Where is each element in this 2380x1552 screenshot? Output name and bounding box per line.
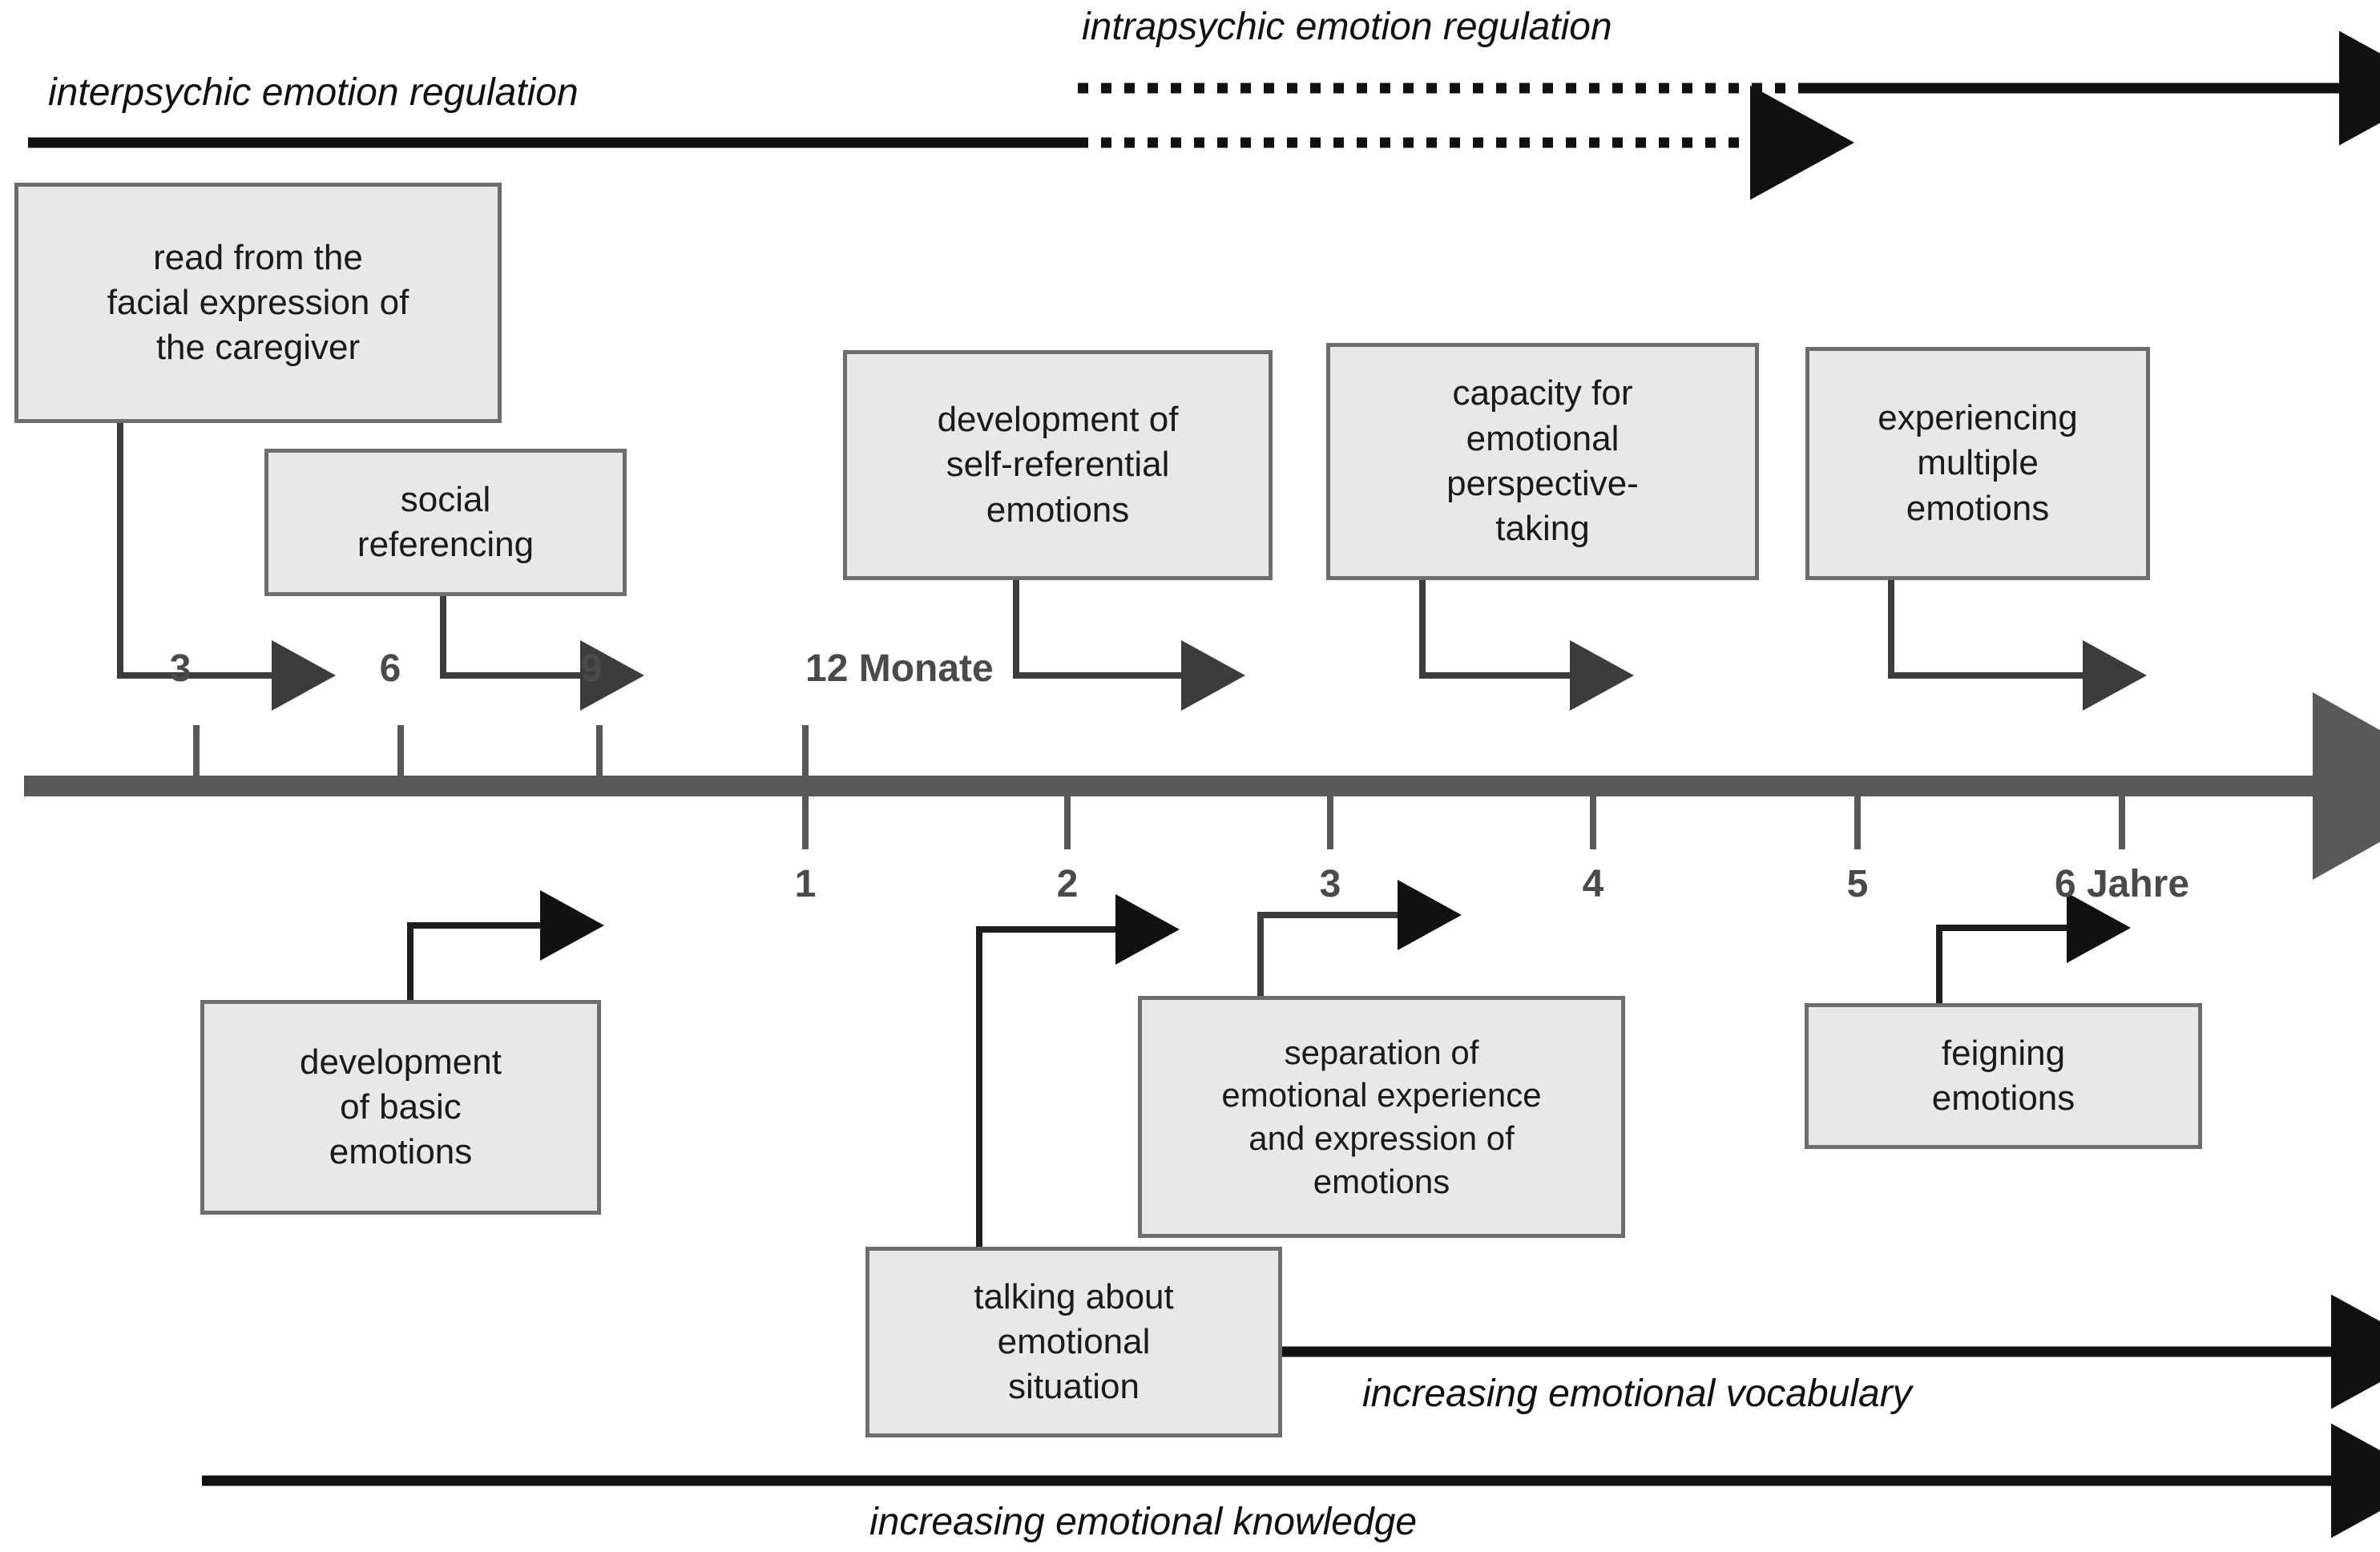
axis-tick-label-9-months: 9 — [580, 647, 603, 690]
milestone-box-read-facial-expression[interactable]: read from the facial expression of the c… — [14, 183, 502, 423]
axis-tick-label-12-monate: 12 Monate — [805, 647, 994, 690]
milestone-box-development-basic-emotions[interactable]: development of basic emotions — [200, 1000, 601, 1215]
band-label-intrapsychic: intrapsychic emotion regulation — [1082, 6, 1612, 48]
axis-tick-label-6-months: 6 — [379, 647, 401, 690]
connector-development-self-referential-emotions — [1013, 578, 1245, 711]
milestone-text: feigning emotions — [1931, 1033, 2075, 1118]
time-axis — [24, 692, 2380, 880]
axis-tick-label-1-year: 1 — [794, 863, 817, 905]
milestone-box-social-referencing[interactable]: social referencing — [264, 449, 627, 596]
axis-tick-label-5-years: 5 — [1846, 863, 1869, 905]
milestone-box-talking-about-emotional-situation[interactable]: talking about emotional situation — [865, 1247, 1282, 1437]
connector-development-basic-emotions — [407, 890, 604, 1000]
milestone-text: development of basic emotions — [300, 1042, 502, 1172]
band-label-vocabulary: increasing emotional vocabulary — [1362, 1373, 1912, 1415]
connector-social-referencing — [440, 595, 644, 711]
axis-tick-label-3-years: 3 — [1319, 863, 1341, 905]
milestone-box-development-self-referential-emotions[interactable]: development of self-referential emotions — [843, 350, 1273, 580]
connector-capacity-emotional-perspective-taking — [1419, 578, 1634, 711]
milestone-text: capacity for emotional perspective- taki… — [1446, 373, 1639, 549]
connector-feigning-emotions — [1936, 893, 2131, 1003]
connector-experiencing-multiple-emotions — [1888, 578, 2147, 711]
milestone-text: development of self-referential emotions — [937, 400, 1179, 530]
connector-separation-experience-expression — [1257, 880, 1462, 998]
milestone-text: read from the facial expression of the c… — [107, 237, 409, 368]
connector-talking-about-emotional-situation — [976, 894, 1180, 1248]
band-label-interpsychic: interpsychic emotion regulation — [48, 71, 579, 114]
milestone-text: social referencing — [357, 479, 534, 564]
axis-tick-label-3-months: 3 — [169, 647, 192, 690]
milestone-text: separation of emotional experience and e… — [1221, 1033, 1542, 1200]
milestone-box-experiencing-multiple-emotions[interactable]: experiencing multiple emotions — [1805, 347, 2150, 580]
axis-tick-label-6-jahre: 6 Jahre — [2054, 863, 2190, 905]
axis-tick-label-4-years: 4 — [1582, 863, 1604, 905]
milestone-text: experiencing multiple emotions — [1878, 398, 2078, 528]
axis-tick-label-2-years: 2 — [1056, 863, 1079, 905]
milestone-box-capacity-emotional-perspective-taking[interactable]: capacity for emotional perspective- taki… — [1326, 343, 1759, 580]
milestone-text: talking about emotional situation — [974, 1276, 1174, 1407]
band-label-knowledge: increasing emotional knowledge — [869, 1501, 1418, 1543]
connector-read-facial-expression — [117, 422, 336, 711]
milestone-box-feigning-emotions[interactable]: feigning emotions — [1805, 1003, 2202, 1149]
milestone-box-separation-experience-expression[interactable]: separation of emotional experience and e… — [1138, 996, 1625, 1238]
